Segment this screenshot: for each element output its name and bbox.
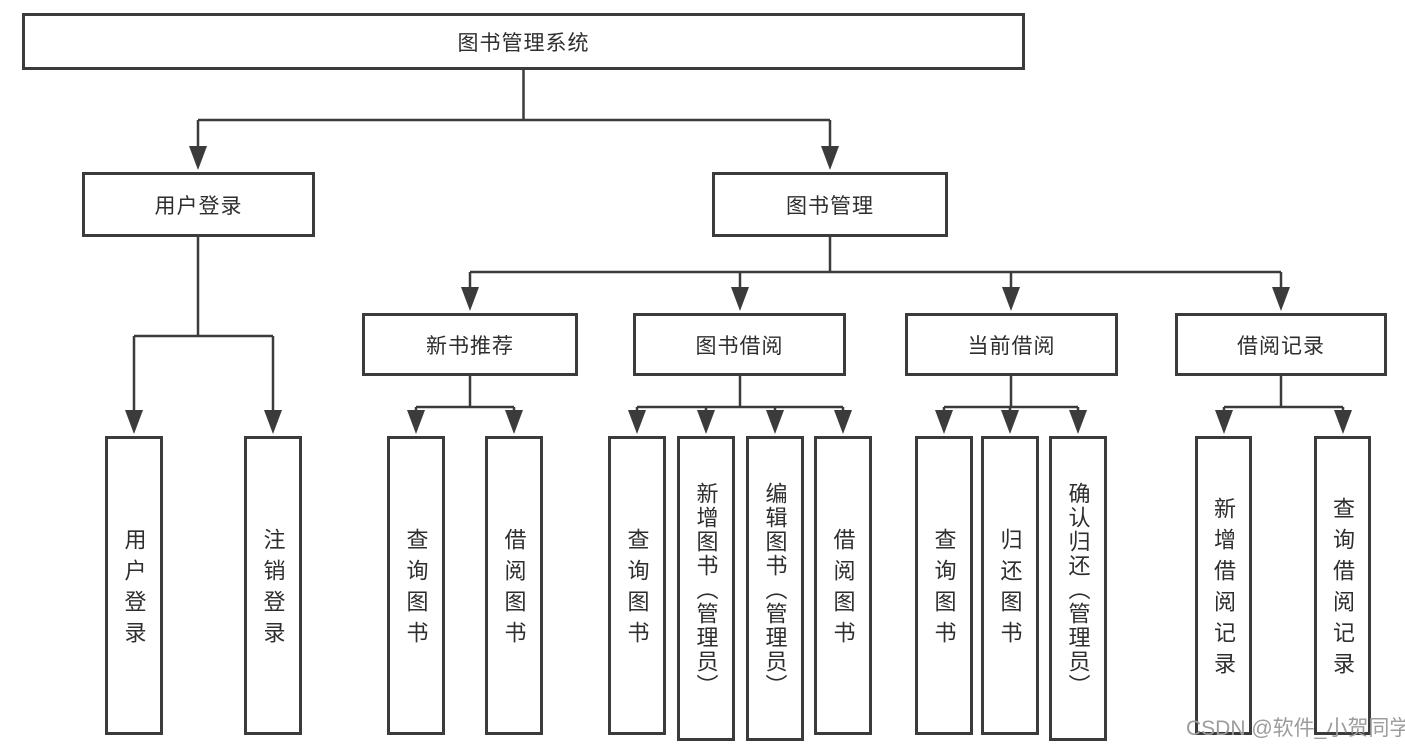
arrowhead xyxy=(697,410,715,434)
leaf-label: 归还图书 xyxy=(997,528,1023,652)
leaf-query-borrow-record: 查询借阅记录 xyxy=(1314,436,1371,735)
leaf-label: 借阅图书 xyxy=(830,528,856,652)
leaf-label: 借阅图书 xyxy=(501,528,527,652)
arrowhead xyxy=(264,410,282,434)
node-current-borrow: 当前借阅 xyxy=(905,313,1118,376)
leaf-label: 新增图书（管理员） xyxy=(693,481,719,698)
node-label: 当前借阅 xyxy=(967,334,1056,358)
node-label: 借阅记录 xyxy=(1237,334,1325,358)
leaf-label: 查询图书 xyxy=(624,528,650,652)
arrowhead xyxy=(505,410,523,434)
leaf-label: 注销登录 xyxy=(260,528,286,652)
node-label: 图书借阅 xyxy=(695,334,784,358)
leaf-query-books-borrow: 查询图书 xyxy=(608,436,666,735)
leaf-return-book: 归还图书 xyxy=(981,436,1039,735)
leaf-user-login: 用户登录 xyxy=(105,436,163,735)
arrowhead xyxy=(1334,410,1352,434)
connector-borrow-records-to-leaves xyxy=(1215,376,1352,434)
leaf-query-books-current: 查询图书 xyxy=(915,436,973,735)
arrowhead xyxy=(766,410,784,434)
node-label: 用户登录 xyxy=(154,194,243,218)
arrowhead xyxy=(189,146,207,170)
arrowhead xyxy=(1001,410,1019,434)
arrowhead xyxy=(1215,410,1233,434)
leaf-label: 查询借阅记录 xyxy=(1330,497,1356,683)
leaf-label: 确认归还（管理员） xyxy=(1065,481,1091,698)
node-root: 图书管理系统 xyxy=(22,13,1025,70)
node-new-book-recommend: 新书推荐 xyxy=(362,313,578,376)
node-book-borrow: 图书借阅 xyxy=(633,313,846,376)
node-user-login: 用户登录 xyxy=(82,172,315,237)
leaf-label: 新增借阅记录 xyxy=(1211,497,1237,683)
leaf-label: 用户登录 xyxy=(121,528,147,652)
arrowhead xyxy=(1002,287,1020,311)
arrowhead xyxy=(628,410,646,434)
leaf-confirm-return-admin: 确认归还（管理员） xyxy=(1049,436,1107,741)
connector-new-book-recommend-to-leaves xyxy=(407,376,523,434)
arrowhead xyxy=(125,410,143,434)
leaf-logout: 注销登录 xyxy=(244,436,302,735)
arrowhead xyxy=(834,410,852,434)
node-borrow-records: 借阅记录 xyxy=(1175,313,1387,376)
arrowhead xyxy=(821,146,839,170)
arrowhead xyxy=(935,410,953,434)
leaf-label: 编辑图书（管理员） xyxy=(762,481,788,698)
connector-user-login-to-leaves xyxy=(125,237,282,434)
node-label: 图书管理系统 xyxy=(457,31,590,55)
csdn-watermark: CSDN @软件_小贺同学 xyxy=(1186,717,1405,740)
leaf-label: 查询图书 xyxy=(931,528,957,652)
arrowhead xyxy=(1069,410,1087,434)
connector-current-borrow-to-leaves xyxy=(935,376,1087,434)
connector-book-management-to-level3 xyxy=(461,237,1290,311)
leaf-label: 查询图书 xyxy=(403,528,429,652)
node-label: 新书推荐 xyxy=(426,334,514,358)
arrowhead xyxy=(1272,287,1290,311)
leaf-borrow-books: 借阅图书 xyxy=(814,436,872,735)
leaf-query-books-recommend: 查询图书 xyxy=(387,436,445,735)
leaf-add-borrow-record: 新增借阅记录 xyxy=(1195,436,1252,735)
node-label: 图书管理 xyxy=(786,194,874,218)
leaf-borrow-books-recommend: 借阅图书 xyxy=(485,436,543,735)
connector-root-to-level2 xyxy=(189,69,839,170)
leaf-edit-book-admin: 编辑图书（管理员） xyxy=(746,436,804,741)
leaf-add-book-admin: 新增图书（管理员） xyxy=(677,436,735,741)
arrowhead xyxy=(731,287,749,311)
node-book-management: 图书管理 xyxy=(712,172,948,237)
arrowhead xyxy=(407,410,425,434)
connector-book-borrow-to-leaves xyxy=(628,376,852,434)
arrowhead xyxy=(461,287,479,311)
